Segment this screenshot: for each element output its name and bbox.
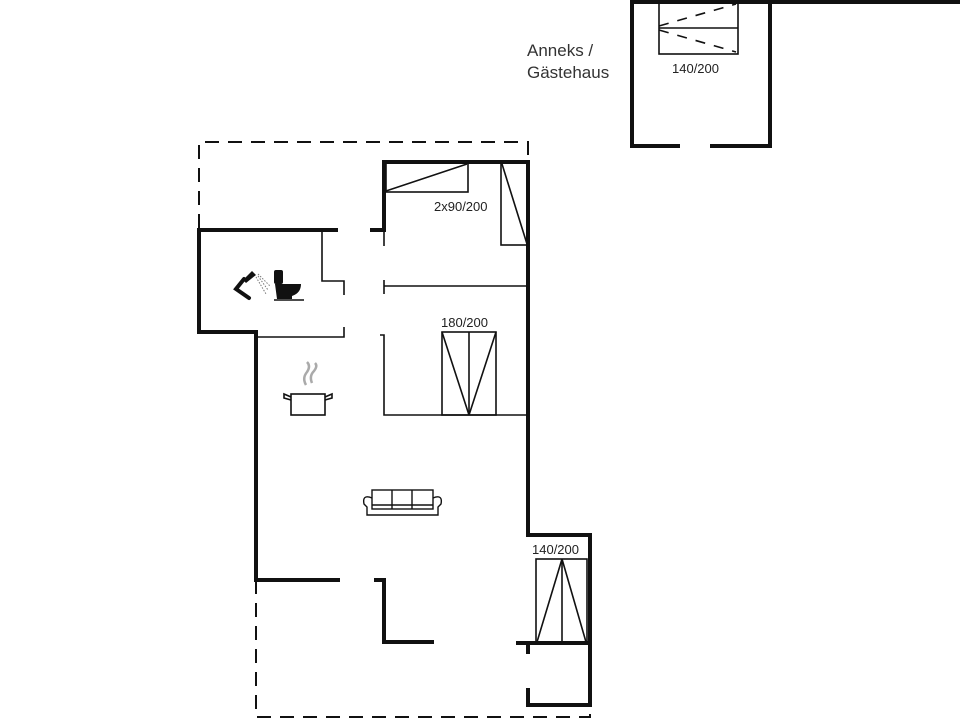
annex-title-line-1: Anneks /: [527, 41, 594, 60]
annex-title-line-2: Gästehaus: [527, 63, 610, 82]
terrace-bottom: [255, 580, 591, 718]
bedroom-1-beds: [385, 162, 528, 246]
main-house-walls: [197, 160, 592, 707]
toilet-icon: [274, 270, 304, 301]
annex-title: Anneks / Gästehaus: [527, 40, 609, 84]
bedroom-3-bed-label: 140/200: [532, 542, 579, 557]
bedroom-2-bed: [441, 331, 497, 416]
sofa-icon: [362, 489, 443, 516]
bedroom-1-bed-label: 2x90/200: [434, 199, 488, 214]
annex-bed-label: 140/200: [672, 61, 719, 76]
shower-icon: [233, 271, 271, 300]
annex-building: [630, 0, 960, 148]
annex-bed: [658, 2, 739, 55]
terrace-top: [198, 141, 529, 228]
cooking-pot-icon: [283, 361, 333, 416]
bedroom-3-bed: [535, 558, 588, 643]
bedroom-2-bed-label: 180/200: [441, 315, 488, 330]
